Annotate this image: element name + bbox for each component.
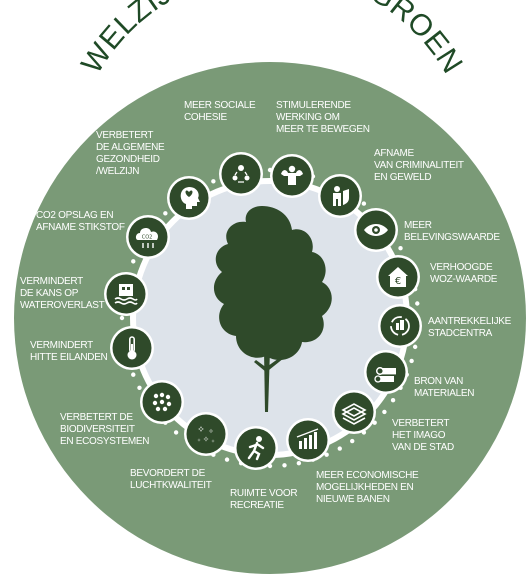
effect-badge bbox=[184, 412, 228, 456]
thermometer-icon bbox=[127, 336, 137, 360]
co2-cloud-icon: CO2 bbox=[135, 227, 159, 248]
ring-dot bbox=[282, 463, 287, 468]
effect-label-imago: VERBETERT HET IMAGO VAN DE STAD bbox=[392, 418, 454, 453]
effect-label-belevingswaarde: MEER BELEVINGSWAARDE bbox=[404, 220, 500, 243]
city-cycle-icon bbox=[390, 316, 410, 336]
effect-badge bbox=[318, 174, 362, 218]
ring-dot bbox=[296, 460, 302, 466]
effect-label-recreatie: RUIMTE VOOR RECREATIE bbox=[230, 488, 298, 511]
effect-badge bbox=[286, 418, 330, 462]
badge-circle bbox=[288, 420, 328, 460]
effect-badges: € CO2 bbox=[104, 152, 422, 470]
effect-label-stadcentra: AANTREKKELIJKE STADCENTRA bbox=[428, 316, 512, 339]
badge-circle bbox=[221, 154, 261, 194]
effect-label-economie: MEER ECONOMISCHE MOGELIJKHEDEN EN NIEUWE… bbox=[316, 470, 419, 505]
effect-badge bbox=[167, 176, 211, 220]
effect-badge bbox=[219, 152, 263, 196]
effect-badge bbox=[234, 426, 278, 470]
effect-badge bbox=[332, 390, 376, 434]
ring-dot bbox=[119, 315, 125, 321]
tree-icon bbox=[213, 206, 332, 412]
effect-label-biodiversiteit: VERBETERT DE BIODIVERSITEIT EN ECOSYSTEM… bbox=[60, 412, 150, 447]
badge-circle bbox=[334, 392, 374, 432]
biodiversity-icon bbox=[152, 392, 172, 412]
house-euro-icon: € bbox=[388, 267, 408, 287]
ring-dot bbox=[409, 358, 414, 364]
badge-circle bbox=[186, 414, 226, 454]
effect-badge bbox=[378, 304, 422, 348]
svg-text:CO2: CO2 bbox=[142, 235, 153, 241]
running-person-icon bbox=[247, 436, 265, 461]
ring-dot bbox=[337, 446, 342, 451]
flooded-building-icon bbox=[114, 284, 138, 305]
effect-badge bbox=[140, 380, 184, 424]
ring-dot bbox=[412, 344, 418, 350]
ring-dot bbox=[173, 430, 179, 435]
ring-dot bbox=[390, 398, 396, 403]
people-connected-icon bbox=[232, 165, 250, 183]
effect-badge bbox=[354, 208, 398, 252]
sparkles-icon bbox=[197, 426, 215, 443]
effect-badge bbox=[270, 154, 314, 198]
logs-icon bbox=[374, 367, 396, 383]
ring-dot bbox=[350, 438, 355, 444]
effect-label-woz-waarde: VERHOOGDE WOZ-WAARDE bbox=[430, 262, 498, 285]
effect-label-sociale-cohesie: MEER SOCIALE COHESIE bbox=[184, 100, 256, 123]
effect-label-co2: CO2 OPSLAG EN AFNAME STIKSTOF bbox=[36, 210, 125, 233]
effect-label-wateroverlast: VERMINDERT DE KANS OP WATEROVERLAST bbox=[20, 276, 105, 311]
effect-badge bbox=[364, 350, 408, 394]
head-heart-icon bbox=[180, 187, 200, 209]
eye-icon bbox=[364, 224, 388, 236]
ring-dot bbox=[137, 385, 142, 390]
flexing-person-icon bbox=[281, 165, 303, 185]
bar-chart-icon bbox=[296, 428, 319, 449]
effect-label-bewegen: STIMULERENDE WERKING OM MEER TE BEWEGEN bbox=[276, 100, 370, 135]
effect-badge: CO2 bbox=[126, 215, 170, 259]
effect-label-hitte: VERMINDERT HITTE EILANDEN bbox=[30, 340, 108, 363]
effect-label-gezondheid: VERBETERT DE ALGEMENE GEZONDHEID /WELZIJ… bbox=[96, 130, 165, 177]
ring-dot bbox=[131, 259, 136, 264]
effect-badge: € bbox=[376, 255, 420, 299]
effect-badge bbox=[104, 272, 148, 316]
ring-dot bbox=[382, 409, 387, 415]
ring-dot bbox=[398, 246, 403, 251]
effect-label-luchtkwaliteit: BEVORDERT DE LUCHTKWALITEIT bbox=[130, 468, 212, 491]
svg-text:€: € bbox=[395, 276, 401, 287]
stacked-layers-icon bbox=[341, 403, 367, 425]
ring-dot bbox=[224, 457, 230, 462]
ring-dot bbox=[361, 201, 367, 206]
ring-dot bbox=[415, 301, 420, 306]
ring-dot bbox=[163, 211, 168, 216]
effect-label-materialen: BRON VAN MATERIALEN bbox=[414, 376, 475, 399]
shield-person-icon bbox=[333, 186, 349, 206]
ring-dot bbox=[324, 452, 329, 457]
effect-label-criminaliteit: AFNAME VAN CRIMINALITEIT EN GEWELD bbox=[374, 148, 464, 183]
ring-dot bbox=[211, 179, 216, 184]
effect-badge bbox=[110, 326, 154, 370]
ring-dot bbox=[131, 372, 136, 377]
